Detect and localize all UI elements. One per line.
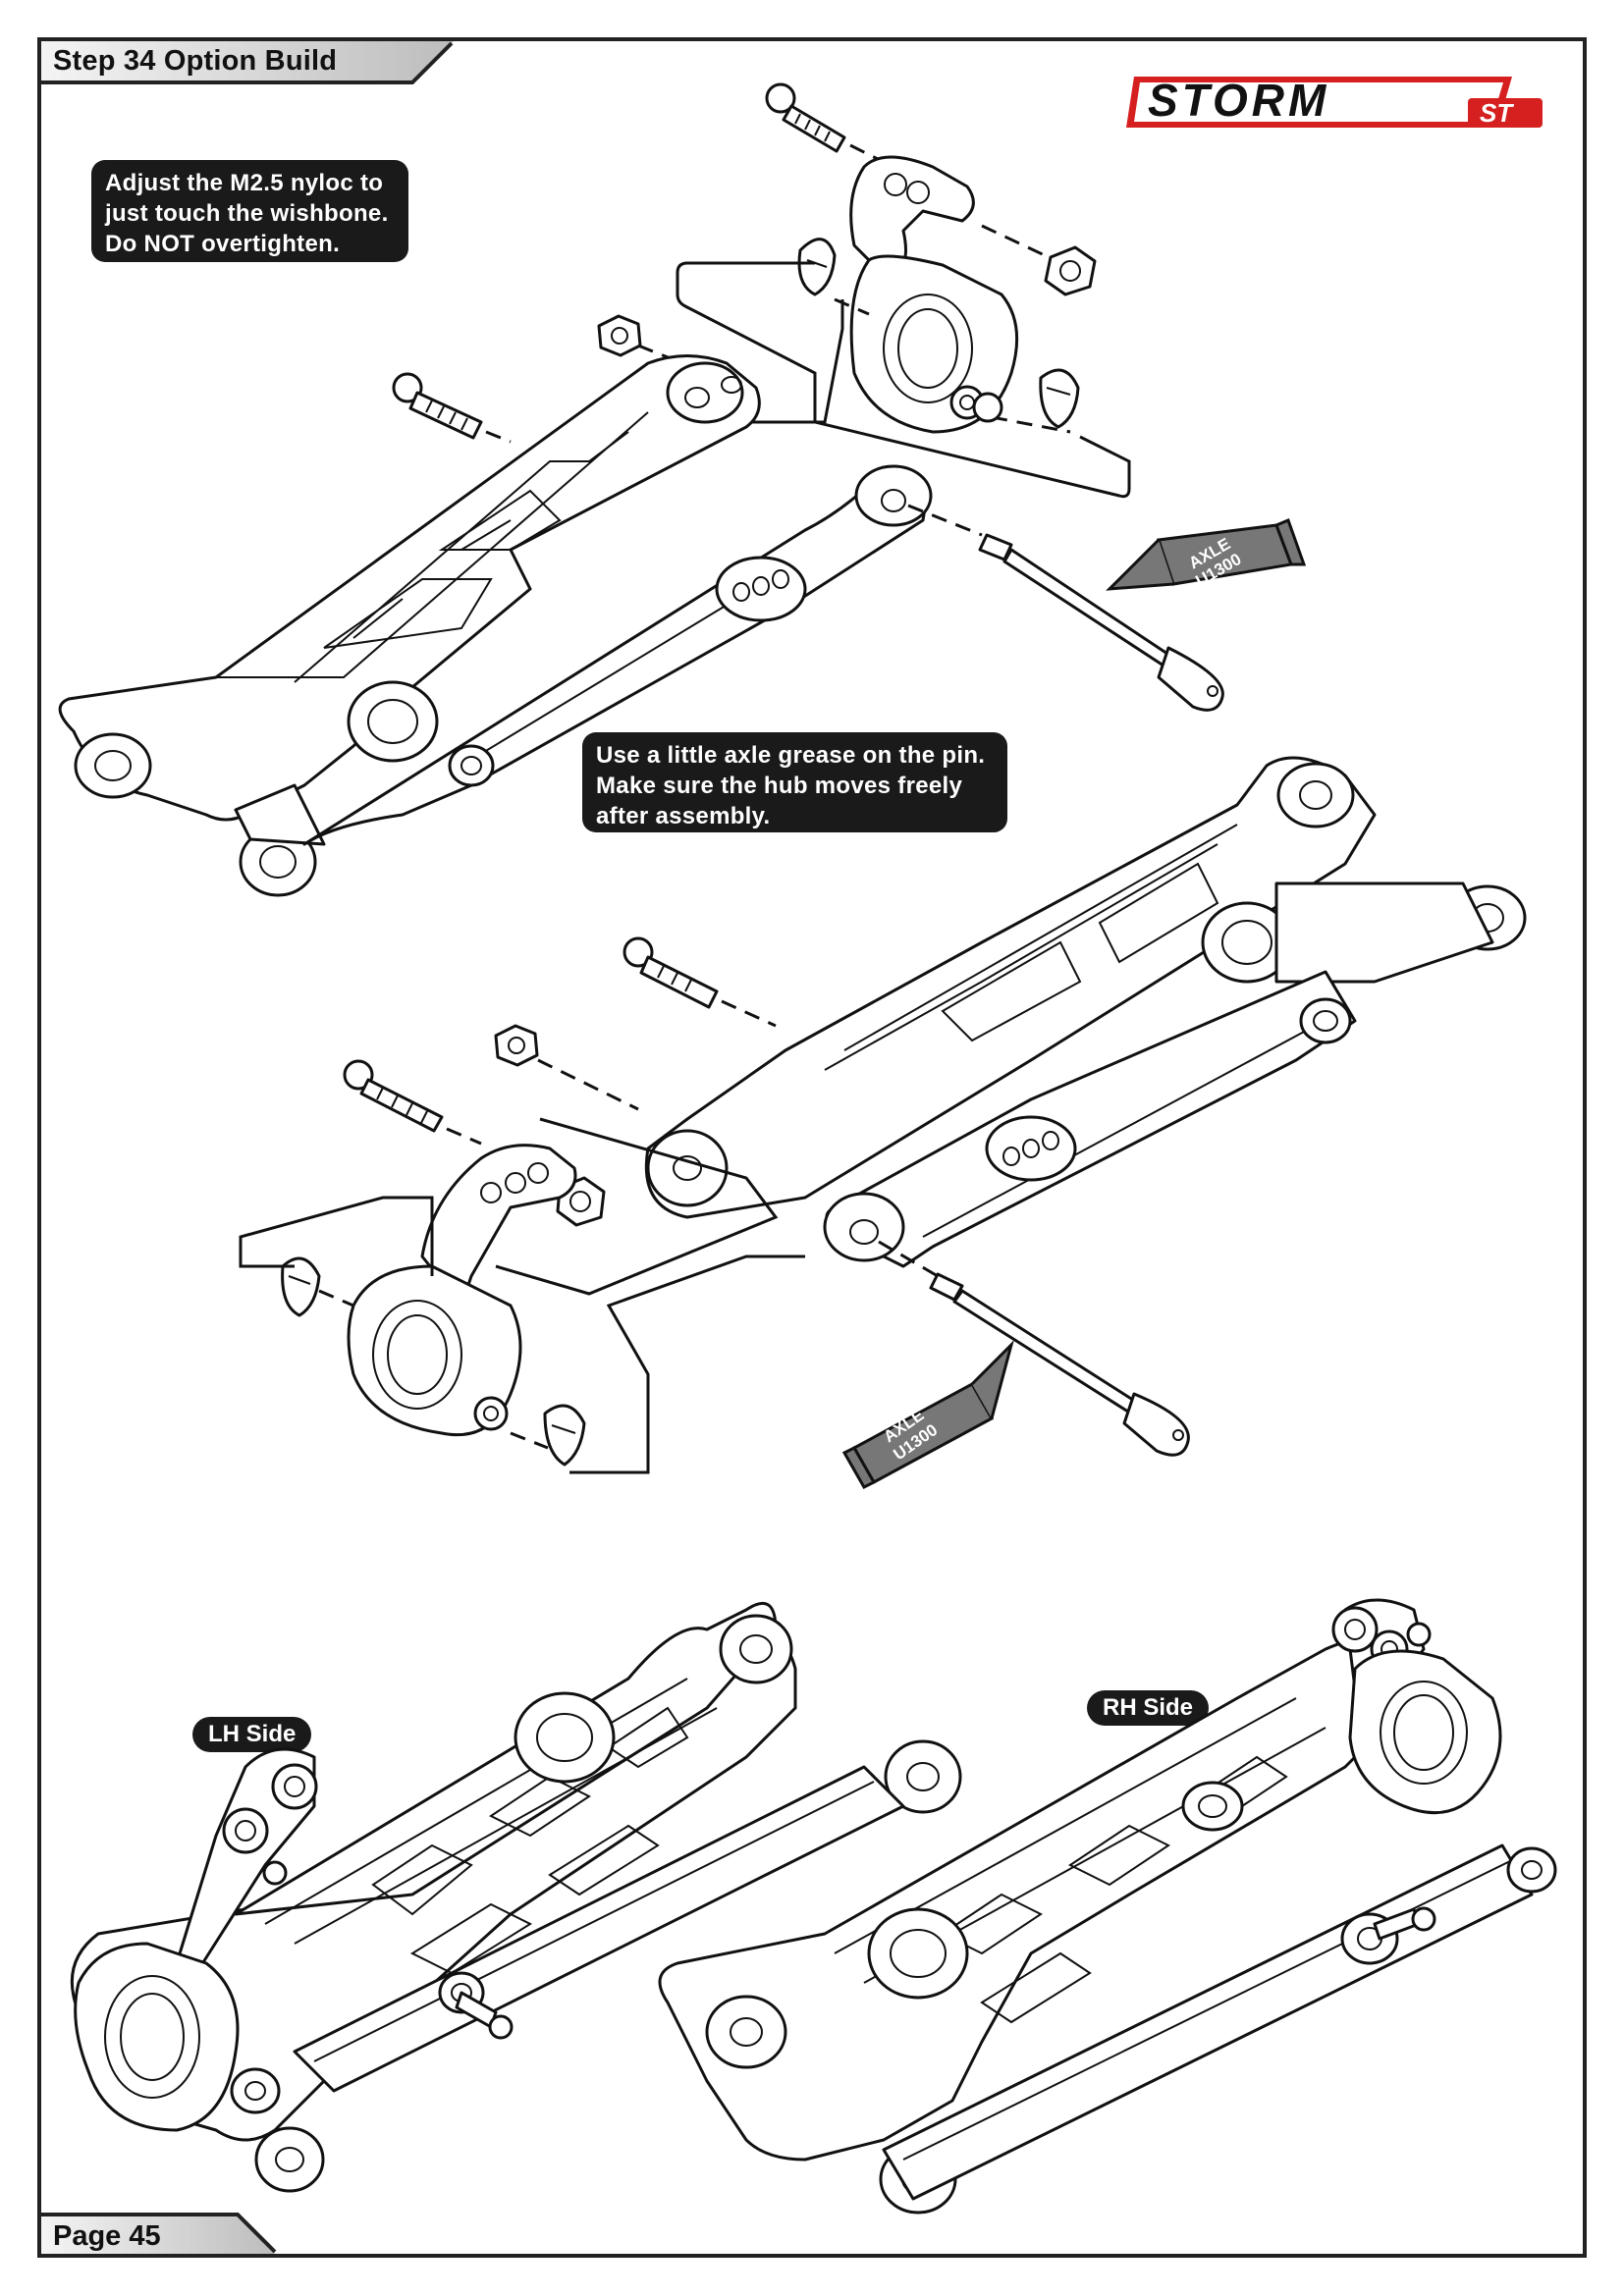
lower-wishbone-top-view (302, 464, 933, 846)
nyloc-nut-arm-top (597, 314, 642, 357)
storm-st-logo: STORM ST (1126, 75, 1543, 128)
grease-tube-top: AXLE U1300 (1106, 518, 1307, 591)
grease-note-line-1: Use a little axle grease on the pin. (596, 742, 986, 769)
clip-middle-left (281, 1256, 321, 1317)
grease-tube-middle: AXLE U1300 (841, 1339, 1014, 1489)
hinge-pin-middle (929, 1272, 1190, 1457)
grease-note-line-3: after assembly. (596, 803, 771, 829)
upper-wishbone-top-view (58, 354, 761, 897)
ball-stud-arm-top (392, 372, 483, 440)
page-number-tab (41, 2213, 277, 2254)
step-title-tab (41, 41, 454, 84)
nyloc-note-line-2: just touch the wishbone. (105, 200, 389, 227)
lh-side-assembly (70, 1601, 962, 2193)
clip-top-right (1039, 368, 1080, 429)
svg-text:ST: ST (1480, 98, 1514, 128)
nyloc-note: Adjust the M2.5 nyloc to just touch the … (91, 160, 408, 262)
rh-side-label: RH Side (1087, 1690, 1210, 1726)
ball-stud-top (765, 82, 846, 153)
clip-top-left (797, 238, 837, 296)
svg-text:STORM: STORM (1148, 75, 1329, 126)
grease-note: Use a little axle grease on the pin. Mak… (582, 732, 1007, 832)
hinge-pin-top (978, 533, 1224, 712)
ball-stud-middle-lower (343, 1059, 444, 1133)
nyloc-note-line-1: Adjust the M2.5 nyloc to (105, 170, 384, 196)
clip-middle-right (543, 1404, 586, 1467)
upper-wishbone-middle-view (644, 756, 1527, 1219)
grease-note-line-2: Make sure the hub moves freely (596, 773, 963, 799)
nyloc-nut-middle-a (494, 1024, 539, 1067)
rh-side-assembly (658, 1598, 1557, 2215)
lh-side-label: LH Side (192, 1717, 312, 1752)
page-frame (37, 37, 1587, 2258)
ball-stud-middle-upper (623, 936, 719, 1009)
step-title: Step 34 Option Build (53, 45, 338, 77)
nyloc-note-line-3: Do NOT overtighten. (105, 231, 341, 257)
hub-carrier-top (849, 155, 1019, 434)
hub-carrier-middle (347, 1144, 577, 1437)
page-number: Page 45 (53, 2220, 161, 2252)
nyloc-nut-top (1044, 245, 1097, 296)
